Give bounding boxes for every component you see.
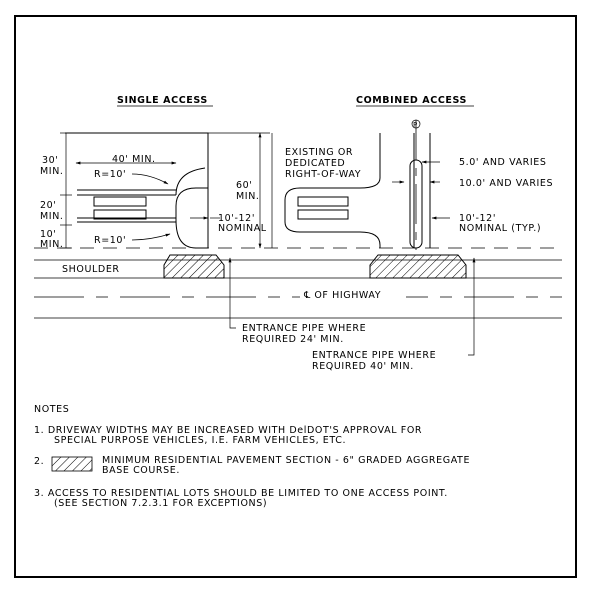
dim-60-label: 60' — [236, 180, 253, 191]
ten-varies-label: 10.0' AND VARIES — [459, 178, 553, 189]
dim-40-min-label: 40' MIN. — [112, 154, 156, 165]
r10-lower-label: R=10' — [94, 235, 126, 246]
single-access-layout — [60, 132, 270, 279]
dim-10-min-label: MIN. — [40, 239, 64, 250]
single-parking-stall-1 — [93, 196, 147, 207]
dim-20-min-label: MIN. — [40, 211, 64, 222]
pipe-40-line2: REQUIRED 40' MIN. — [312, 361, 414, 372]
combined-parking-stall-2 — [297, 209, 349, 220]
five-varies-label: 5.0' AND VARIES — [459, 157, 547, 168]
pipe-40-line1: ENTRANCE PIPE WHERE — [312, 350, 436, 361]
centerline-label: ℄ OF HIGHWAY — [303, 290, 381, 301]
note-1-line2: SPECIAL PURPOSE VEHICLES, I.E. FARM VEHI… — [54, 435, 346, 446]
right-of-way-label: RIGHT-OF-WAY — [285, 169, 361, 180]
single-access-title: SINGLE ACCESS — [117, 95, 208, 106]
shoulder-label: SHOULDER — [62, 264, 120, 275]
combined-access-layout — [271, 120, 467, 279]
property-line-label: P — [413, 121, 418, 129]
note-2-number: 2. — [34, 456, 44, 467]
combined-parking-stall-1 — [297, 196, 349, 207]
dim-30-min-label: MIN. — [40, 166, 64, 177]
combined-nominal-typ-label: NOMINAL (TYP.) — [459, 223, 541, 234]
dim-30-label: 30' — [42, 155, 59, 166]
combined-access-title: COMBINED ACCESS — [356, 95, 467, 106]
single-driveway-edges — [175, 167, 206, 196]
hatch-legend-swatch — [51, 456, 93, 472]
combined-right-lot — [413, 133, 431, 248]
dim-20-label: 20' — [40, 200, 57, 211]
combined-lot-outline — [284, 133, 381, 248]
existing-label: EXISTING OR — [285, 147, 353, 158]
r10-upper-label: R=10' — [94, 169, 126, 180]
note-2-line1: MINIMUM RESIDENTIAL PAVEMENT SECTION - 6… — [102, 455, 470, 466]
pipe-24-line1: ENTRANCE PIPE WHERE — [242, 323, 366, 334]
r10-upper-leader — [131, 173, 169, 185]
single-nominal-label: NOMINAL — [218, 223, 267, 234]
single-10-12-label: 10'-12' — [218, 213, 255, 224]
pipe-40-leader — [468, 257, 476, 356]
note-3-line1: 3. ACCESS TO RESIDENTIAL LOTS SHOULD BE … — [34, 488, 448, 499]
note-3-line2: (SEE SECTION 7.2.3.1 FOR EXCEPTIONS) — [54, 498, 267, 509]
dim-10-label: 10' — [40, 229, 57, 240]
pipe-24-line2: REQUIRED 24' MIN. — [242, 334, 344, 345]
combined-apron-hatched — [369, 254, 467, 279]
notes-heading: NOTES — [34, 404, 69, 415]
centerline-label-bg — [300, 288, 406, 301]
property-line-symbol — [411, 119, 421, 129]
sheet-border — [14, 15, 577, 578]
note-2-line2: BASE COURSE. — [102, 465, 180, 476]
combined-10-12-label: 10'-12' — [459, 213, 496, 224]
highway-lines — [34, 247, 562, 319]
dim-60-min-label: MIN. — [236, 191, 260, 202]
single-parking-stall-2 — [93, 209, 147, 220]
pipe-24-leader — [228, 257, 236, 329]
r10-lower-leader — [131, 233, 171, 241]
single-apron-hatched — [163, 254, 225, 279]
note-1-line1: 1. DRIVEWAY WIDTHS MAY BE INCREASED WITH… — [34, 425, 422, 436]
dedicated-label: DEDICATED — [285, 158, 345, 169]
single-property-lines — [77, 189, 176, 223]
